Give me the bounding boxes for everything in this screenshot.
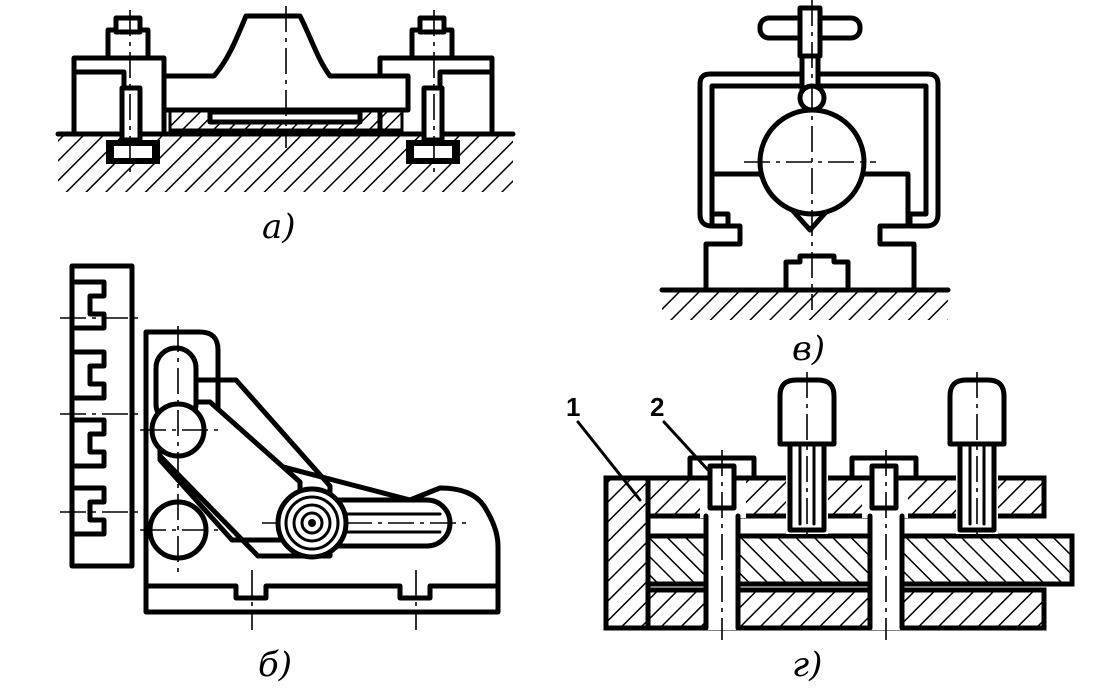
caption-b: б) bbox=[258, 645, 292, 685]
panel-v-clamp-screw bbox=[757, 0, 863, 310]
panel-a-left-clamp bbox=[71, 10, 167, 172]
panel-v: в) bbox=[659, 0, 951, 369]
panel-g-holes bbox=[687, 450, 919, 640]
panel-a: а) bbox=[55, 6, 516, 247]
callout-1-label: 1 bbox=[566, 392, 580, 422]
panel-g-studs bbox=[777, 372, 1007, 540]
panel-g-callouts: 1 2 bbox=[566, 392, 710, 502]
panel-b: б) bbox=[60, 263, 501, 685]
panel-g: 1 2 г) bbox=[566, 372, 1075, 685]
panel-a-workpiece bbox=[161, 6, 411, 148]
caption-a: а) bbox=[262, 207, 296, 247]
panel-v-stirrup bbox=[697, 71, 941, 229]
panel-b-bolt-holes bbox=[140, 326, 218, 572]
caption-v: в) bbox=[792, 329, 825, 369]
panel-b-tslot-table bbox=[60, 263, 140, 569]
panel-g-base-plate bbox=[603, 475, 651, 631]
panel-v-prism-base bbox=[703, 171, 917, 293]
panel-v-ground bbox=[659, 287, 951, 320]
panel-b-spiral-nut bbox=[275, 486, 349, 560]
caption-g: г) bbox=[792, 645, 822, 685]
callout-2-label: 2 bbox=[650, 392, 664, 422]
